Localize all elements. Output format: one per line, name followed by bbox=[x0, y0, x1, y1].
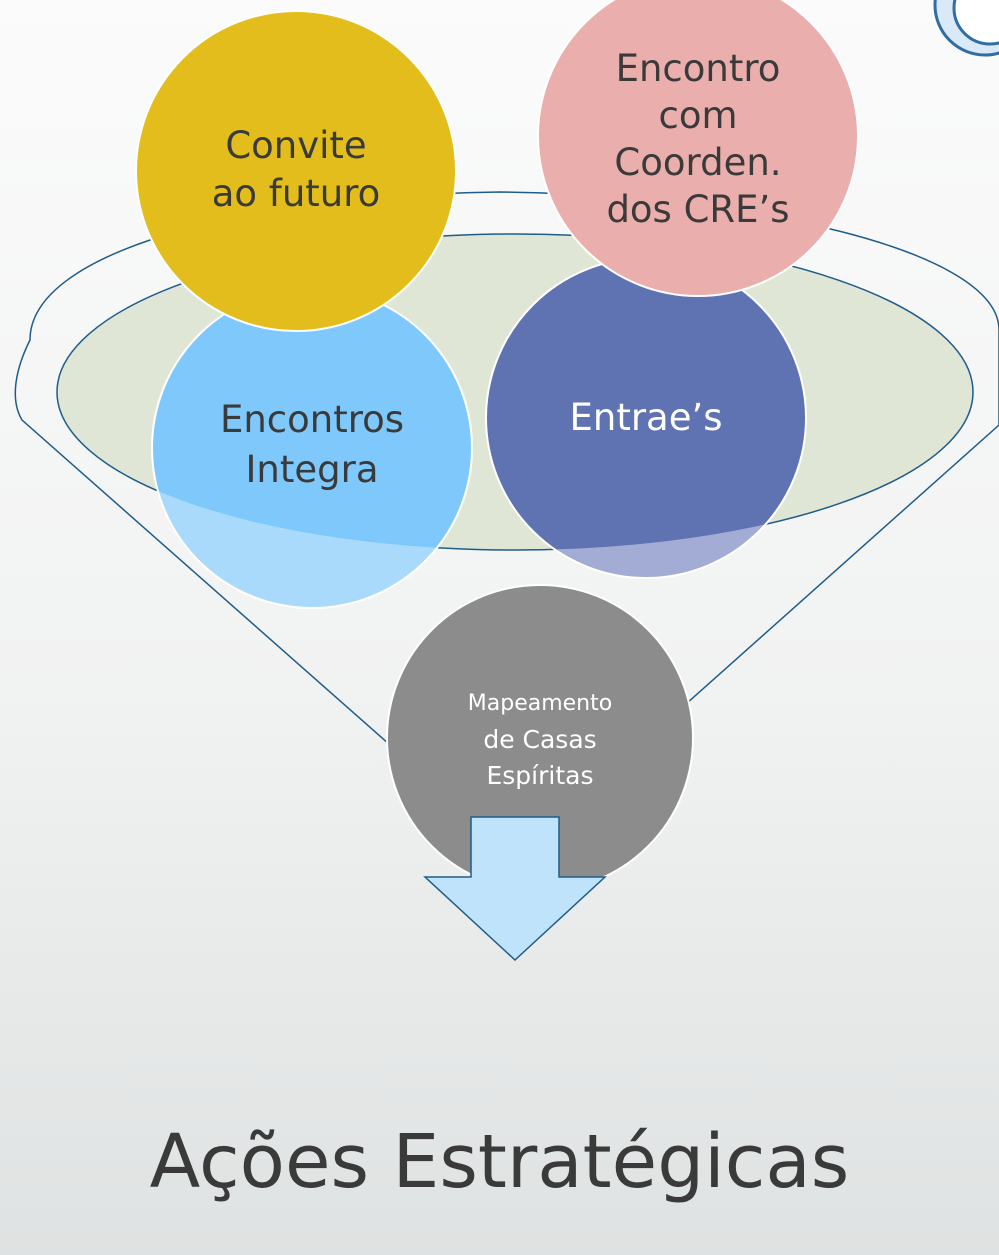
logo-icon bbox=[933, 0, 999, 57]
page-title: Ações Estratégicas bbox=[149, 1119, 850, 1205]
entraes-label: Entrae’s bbox=[526, 390, 766, 446]
entraes-line-1: Entrae’s bbox=[569, 396, 723, 439]
convite-circle bbox=[135, 10, 457, 332]
encontro-cre-line-2: com bbox=[658, 94, 738, 137]
down-arrow-icon bbox=[423, 816, 607, 962]
encontro-cre-circle bbox=[537, 0, 859, 297]
encontro-cre-line-1: Encontro bbox=[615, 47, 781, 90]
mapeamento-line-1: Mapeamento bbox=[467, 691, 613, 716]
mapeamento-line-2: de Casas bbox=[483, 725, 597, 754]
encontro-cre-line-3: Coorden. bbox=[614, 141, 782, 184]
mapeamento-line-3: Espíritas bbox=[486, 761, 594, 790]
convite-label: Convite ao futuro bbox=[176, 95, 416, 245]
encontro-cre-label: Encontro com Coorden. dos CRE’s bbox=[578, 44, 818, 234]
mapeamento-label: Mapeamento de Casas Espíritas bbox=[440, 670, 640, 810]
convite-line-1: Convite bbox=[225, 124, 367, 167]
encontros-integra-label: Encontros Integra bbox=[192, 390, 432, 500]
encontros-integra-line-2: Integra bbox=[245, 448, 379, 491]
encontro-cre-line-4: dos CRE’s bbox=[606, 188, 790, 231]
convite-line-2: ao futuro bbox=[211, 172, 381, 215]
encontros-integra-line-1: Encontros bbox=[219, 398, 405, 441]
